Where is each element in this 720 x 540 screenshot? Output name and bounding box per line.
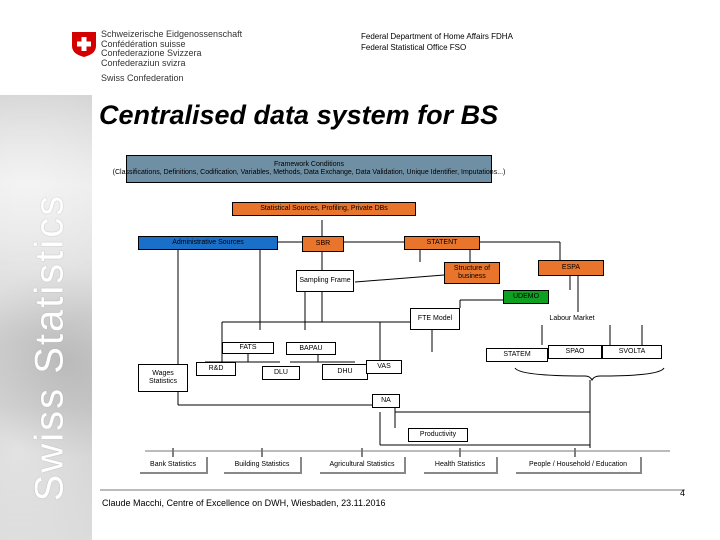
espa-box: ESPA — [538, 260, 604, 276]
swiss-flag-icon — [72, 32, 96, 57]
labour-market-label: Labour Market — [532, 312, 612, 325]
department-line-2: Federal Statistical Office FSO — [361, 43, 467, 52]
dhu-box: DHU — [322, 364, 368, 380]
sampling-frame-box: Sampling Frame — [296, 270, 354, 292]
productivity-box: Productivity — [408, 428, 468, 442]
framework-detail: (Classifications, Definitions, Codificat… — [112, 169, 506, 176]
confederation-names: Schweizerische Eidgenossenschaft Confédé… — [101, 29, 243, 84]
people-household-education-box: People / Household / Education — [516, 457, 642, 474]
statent-box: STATENT — [404, 236, 480, 250]
bapau-box: BAPAU — [286, 342, 336, 355]
conf-line-rm: Confederaziun svizra — [101, 57, 186, 68]
framework-title: Framework Conditions — [273, 161, 345, 168]
building-statistics-box: Building Statistics — [224, 457, 302, 474]
department-line-1: Federal Department of Home Affairs FDHA — [361, 32, 513, 41]
conf-line-de: Schweizerische Eidgenossenschaft — [101, 29, 243, 39]
department-info: Federal Department of Home Affairs FDHA … — [361, 31, 513, 53]
footer-text: Claude Macchi, Centre of Excellence on D… — [102, 498, 386, 508]
page-title: Centralised data system for BS — [99, 100, 499, 130]
fte-model-box: FTE Model — [410, 308, 460, 330]
administrative-sources-box: Administrative Sources — [138, 236, 278, 250]
sidebar-texture — [0, 95, 92, 540]
svolta-box: SVOLTA — [602, 345, 662, 359]
spao-box: SPAO — [548, 345, 602, 359]
rd-box: R&D — [196, 362, 236, 376]
conf-line-en: Swiss Confederation — [101, 73, 184, 83]
health-statistics-box: Health Statistics — [424, 457, 498, 474]
dlu-box: DLU — [262, 366, 300, 380]
statistical-sources-box: Statistical Sources, Profiling, Private … — [232, 202, 416, 216]
na-box: NA — [372, 394, 400, 408]
conf-line-fr: Confédération suisse — [101, 38, 186, 49]
fats-box: FATS — [222, 342, 274, 354]
framework-conditions-box: Framework Conditions (Classifications, D… — [113, 155, 505, 183]
agricultural-statistics-box: Agricultural Statistics — [320, 457, 406, 474]
statem-box: STATEM — [486, 348, 548, 362]
wages-statistics-box: Wages Statistics — [138, 364, 188, 392]
sidebar-photo: Swiss Statistics — [0, 95, 92, 540]
structure-of-business-box: Structure of business — [444, 262, 500, 284]
udemo-box: UDEMO — [503, 290, 549, 304]
conf-line-it: Confederazione Svizzera — [101, 48, 202, 58]
sbr-box: SBR — [302, 236, 344, 252]
vas-box: VAS — [366, 360, 402, 374]
page-number: 4 — [680, 488, 686, 498]
bank-statistics-box: Bank Statistics — [140, 457, 208, 474]
